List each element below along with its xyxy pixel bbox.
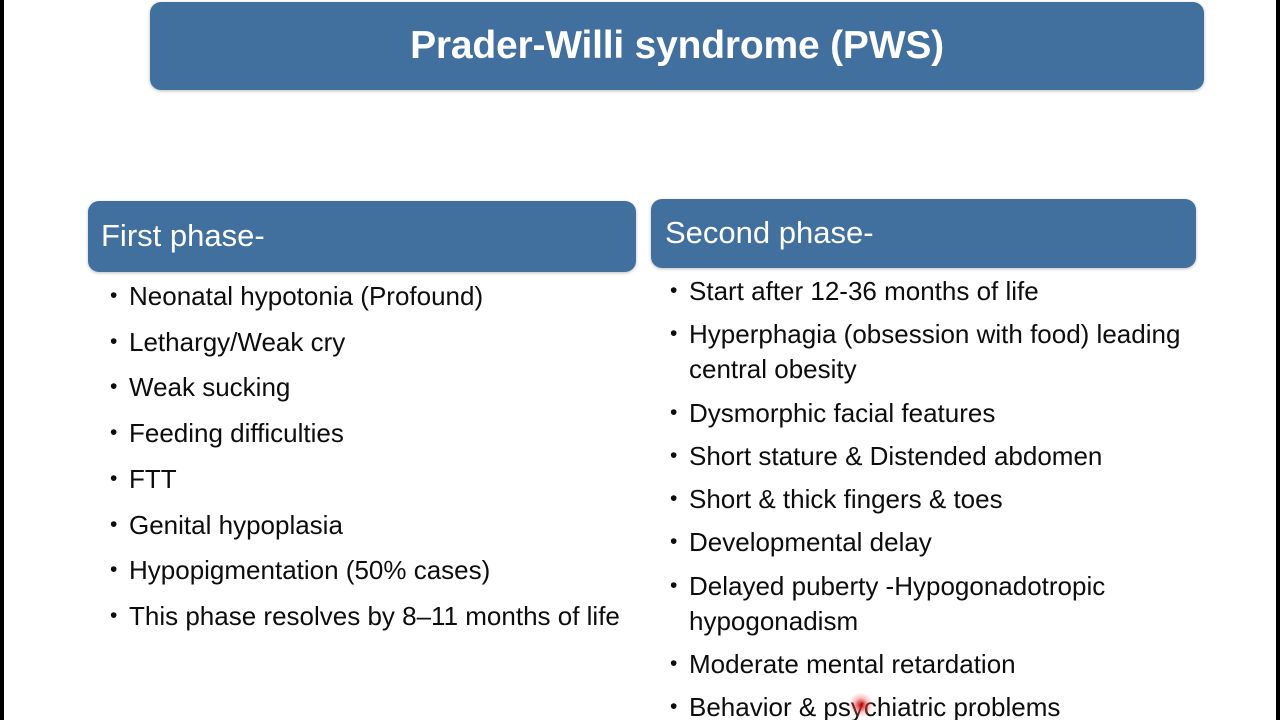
bullet-icon: •: [110, 284, 118, 307]
list-item: • Feeding difficulties: [110, 416, 630, 451]
bullet-icon: •: [670, 695, 678, 719]
list-item: • Dysmorphic facial features: [670, 396, 1200, 431]
bullet-icon: •: [670, 651, 678, 675]
list-item-label: Dysmorphic facial features: [689, 397, 996, 428]
bullet-icon: •: [110, 604, 118, 628]
bullet-icon: •: [670, 322, 678, 346]
bullet-icon: •: [110, 466, 118, 490]
first-phase-header: First phase-: [88, 201, 636, 272]
list-item: • Hypopigmentation (50% cases): [110, 553, 630, 588]
list-item-label: Short & thick fingers & toes: [689, 484, 1003, 515]
bullet-icon: •: [110, 558, 118, 582]
list-item-label: Genital hypoplasia: [129, 509, 343, 540]
second-phase-bullet-list: • Start after 12-36 months of life • Hyp…: [670, 274, 1200, 720]
bullet-icon: •: [670, 443, 678, 467]
list-item-label: This phase resolves by 8–11 months of li…: [129, 601, 620, 632]
list-item-label: Weak sucking: [129, 372, 291, 403]
bullet-icon: •: [110, 329, 118, 353]
first-phase-bullet-list: • Neonatal hypotonia (Profound) • Lethar…: [110, 279, 630, 645]
page-title: Prader-Willi syndrome (PWS): [410, 23, 944, 67]
list-item: • Neonatal hypotonia (Profound): [110, 279, 630, 314]
list-item-label: Moderate mental retardation: [689, 648, 1016, 679]
list-item: • Moderate mental retardation: [670, 647, 1200, 682]
list-item-label: Delayed puberty -Hypogonadotropic hypogo…: [689, 570, 1106, 636]
second-phase-header: Second phase-: [651, 199, 1196, 268]
bullet-icon: •: [670, 279, 678, 302]
first-phase-header-label: First phase-: [101, 218, 265, 254]
list-item: • Hyperphagia (obsession with food) lead…: [670, 317, 1200, 387]
list-item-label: Behavior & psychiatric problems: [689, 692, 1061, 720]
list-item: • Genital hypoplasia: [110, 508, 630, 543]
list-item-label: Lethargy/Weak cry: [129, 326, 346, 357]
list-item: • Start after 12-36 months of life: [670, 274, 1200, 309]
bullet-icon: •: [670, 530, 678, 554]
list-item: • Weak sucking: [110, 370, 630, 405]
list-item-label: Neonatal hypotonia (Profound): [129, 281, 484, 311]
list-item-label: Hypopigmentation (50% cases): [129, 555, 491, 586]
slide-canvas: Prader-Willi syndrome (PWS) First phase-…: [4, 0, 1276, 720]
second-phase-header-label: Second phase-: [665, 215, 874, 251]
list-item-label: FTT: [129, 463, 177, 494]
list-item-label: Feeding difficulties: [129, 418, 344, 449]
list-item-label: Hyperphagia (obsession with food) leadin…: [689, 319, 1181, 385]
bullet-icon: •: [110, 375, 118, 399]
bullet-icon: •: [670, 573, 678, 597]
list-item: • Delayed puberty -Hypogonadotropic hypo…: [670, 569, 1200, 639]
list-item: • Lethargy/Weak cry: [110, 325, 630, 360]
list-item: • This phase resolves by 8–11 months of …: [110, 599, 630, 634]
list-item: • FTT: [110, 462, 630, 497]
list-item-label: Start after 12-36 months of life: [689, 276, 1039, 306]
list-item-label: Developmental delay: [689, 527, 932, 558]
list-item-label: Short stature & Distended abdomen: [689, 440, 1103, 471]
list-item: • Behavior & psychiatric problems: [670, 690, 1200, 720]
bullet-icon: •: [110, 421, 118, 445]
list-item: • Short & thick fingers & toes: [670, 482, 1200, 517]
list-item: • Developmental delay: [670, 525, 1200, 560]
slide-title-banner: Prader-Willi syndrome (PWS): [150, 2, 1204, 90]
bullet-icon: •: [670, 487, 678, 511]
bullet-icon: •: [110, 512, 118, 536]
bullet-icon: •: [670, 400, 678, 424]
list-item: • Short stature & Distended abdomen: [670, 439, 1200, 474]
